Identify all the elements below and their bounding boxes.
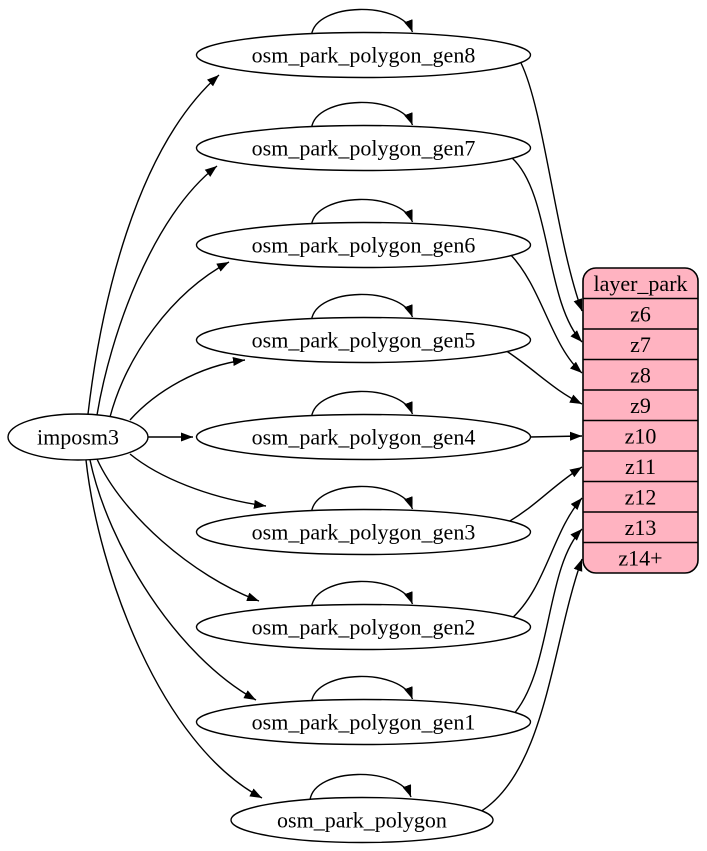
edge-imposm3-gen1: [89, 459, 257, 701]
layer-park-field-z14: z14+: [618, 546, 662, 571]
gen7-label: osm_park_polygon_gen7: [252, 136, 476, 161]
edge-imposm3-polygon: [85, 459, 263, 799]
gen1-ellipse: [195, 698, 532, 746]
layer-park-field-z8: z8: [630, 363, 651, 388]
layer-park-title: layer_park: [593, 271, 687, 296]
edge-imposm3-gen3: [129, 453, 267, 509]
edge-gen7-z7: [511, 157, 583, 343]
gen3-label: osm_park_polygon_gen3: [252, 520, 476, 545]
edge-gen3-z11: [504, 466, 583, 525]
gen6-label: osm_park_polygon_gen6: [252, 233, 476, 258]
self-loop-gen5: [310, 293, 414, 321]
edge-imposm3-gen8: [87, 74, 220, 415]
gen7-ellipse: [195, 124, 532, 172]
self-loop-gen7: [310, 101, 414, 129]
edge-imposm3-gen5: [129, 357, 246, 421]
edge-gen8-z6: [520, 62, 583, 312]
node-osm-park-polygon-gen1: osm_park_polygon_gen1: [195, 698, 532, 746]
edge-gen5-z9: [504, 349, 583, 405]
polygon-ellipse: [230, 796, 494, 844]
node-osm-park-polygon-gen5: osm_park_polygon_gen5: [195, 316, 532, 364]
layer-park-field-z9: z9: [630, 393, 651, 418]
edges-to-layer: [479, 62, 583, 813]
edges-from-source: [85, 74, 267, 799]
self-loop-gen2: [310, 580, 414, 608]
self-loop-gen8: [310, 8, 414, 36]
gen5-label: osm_park_polygon_gen5: [252, 328, 476, 353]
node-layer-park: layer_park z6 z7 z8 z9 z10 z11 z12 z13 z…: [582, 267, 699, 574]
gen5-ellipse: [195, 316, 532, 364]
self-loop-polygon: [309, 773, 412, 801]
node-osm-park-polygon-gen2: osm_park_polygon_gen2: [195, 603, 532, 651]
edge-polygon-z14: [479, 558, 583, 813]
self-loop-gen3: [310, 485, 414, 513]
layer-park-field-z12: z12: [625, 485, 657, 510]
self-loop-gen1: [310, 675, 414, 703]
gen8-ellipse: [195, 31, 532, 79]
edge-imposm3-gen7: [96, 165, 218, 416]
edge-gen6-z8: [509, 253, 583, 374]
node-osm-park-polygon-gen8: osm_park_polygon_gen8: [195, 31, 532, 79]
node-osm-park-polygon-gen6: osm_park_polygon_gen6: [195, 221, 532, 269]
polygon-label: osm_park_polygon: [277, 808, 447, 833]
gen8-label: osm_park_polygon_gen8: [252, 43, 476, 68]
layer-park-field-z13: z13: [625, 515, 657, 540]
node-osm-park-polygon-gen4: osm_park_polygon_gen4: [195, 413, 532, 461]
edge-gen2-z12: [509, 497, 583, 621]
edge-imposm3-gen2: [96, 458, 260, 602]
node-osm-park-polygon: osm_park_polygon: [230, 796, 494, 844]
self-loops: [309, 8, 414, 801]
layer-park-field-z11: z11: [625, 454, 656, 479]
node-imposm3: imposm3: [7, 413, 149, 461]
edge-imposm3-gen6: [109, 261, 230, 418]
gen6-ellipse: [195, 221, 532, 269]
gen2-label: osm_park_polygon_gen2: [252, 615, 476, 640]
gen3-ellipse: [195, 508, 532, 556]
imposm3-ellipse: [7, 413, 149, 461]
node-osm-park-polygon-gen7: osm_park_polygon_gen7: [195, 124, 532, 172]
edge-gen1-z13: [511, 528, 583, 717]
gen4-ellipse: [195, 413, 532, 461]
gen4-label: osm_park_polygon_gen4: [252, 425, 476, 450]
self-loop-gen4: [310, 390, 414, 418]
imposm3-label: imposm3: [37, 425, 119, 450]
node-osm-park-polygon-gen3: osm_park_polygon_gen3: [195, 508, 532, 556]
layer-park-field-z7: z7: [630, 332, 651, 357]
edge-gen4-z10: [529, 431, 583, 441]
layer-park-field-z6: z6: [630, 302, 651, 327]
self-loop-gen6: [310, 198, 414, 226]
gen2-ellipse: [195, 603, 532, 651]
layer-park-field-z10: z10: [625, 424, 657, 449]
gen1-label: osm_park_polygon_gen1: [252, 710, 476, 735]
